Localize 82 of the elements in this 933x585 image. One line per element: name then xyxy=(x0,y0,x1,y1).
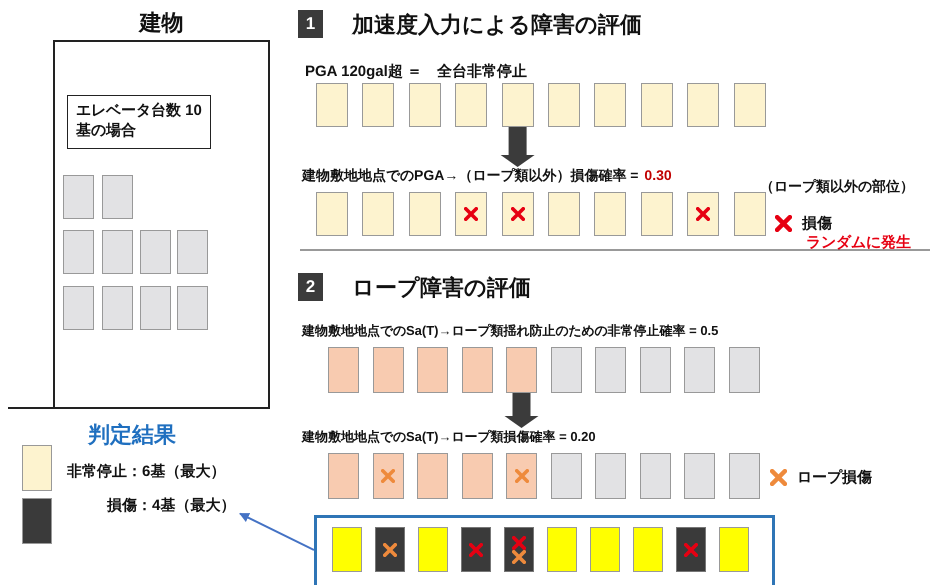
result-panel xyxy=(314,515,775,585)
elevator-car xyxy=(684,347,715,393)
elevator-car xyxy=(455,192,488,236)
note-box: エレベータ台数 10基の場合 xyxy=(67,95,211,149)
elevator-car xyxy=(547,527,577,572)
elevator-car xyxy=(140,230,171,274)
rule-text: PGA 120gal超 ＝ 全台非常停止 xyxy=(305,62,527,81)
elevator-car xyxy=(177,286,208,330)
mark-label: 損傷 xyxy=(802,214,832,233)
elevator-car xyxy=(687,83,720,127)
elevator-car xyxy=(728,453,760,499)
elevator-car xyxy=(595,347,626,393)
elevator-car xyxy=(417,347,448,393)
legend-title: 判定結果 xyxy=(88,421,176,449)
elevator-car xyxy=(687,192,720,236)
elevator-car xyxy=(63,230,94,274)
elevator-car xyxy=(734,192,766,236)
elevator-car xyxy=(633,527,663,572)
elevator-car xyxy=(418,527,448,572)
elevator-car xyxy=(734,83,766,127)
elevator-car xyxy=(362,83,394,127)
elevator-car xyxy=(719,527,749,572)
note-text: （ロープ類以外の部位） xyxy=(760,178,914,196)
elevator-car xyxy=(328,347,359,393)
elevator-car xyxy=(548,192,580,236)
note-text: ランダムに発生 xyxy=(806,233,911,252)
elevator-car xyxy=(502,83,534,127)
elevator-car xyxy=(372,453,404,499)
probability-value: 0.30 xyxy=(644,167,672,183)
elevator-car xyxy=(328,453,359,499)
elevator-car xyxy=(417,453,448,499)
elevator-car xyxy=(595,453,626,499)
elevator-car xyxy=(504,527,534,572)
elevator-car xyxy=(102,286,133,330)
elevator-car xyxy=(640,453,670,499)
elevator-car xyxy=(332,527,362,572)
number-badge: 1 xyxy=(298,10,323,38)
elevator-car xyxy=(375,527,405,572)
legend-text: 非常停止：6基（最大） xyxy=(67,462,226,481)
elevator-car xyxy=(455,83,488,127)
elevator-car xyxy=(550,453,582,499)
probability-text: 建物敷地地点でのSa(T)→ロープ類揺れ防止のための非常停止確率 = 0.5 xyxy=(302,322,718,340)
elevator-car xyxy=(594,83,626,127)
elevator-car xyxy=(408,192,441,236)
elevator-car xyxy=(461,527,491,572)
elevator-car xyxy=(640,347,670,393)
elevator-car xyxy=(462,453,492,499)
elevator-car xyxy=(316,83,348,127)
elevator-car xyxy=(102,230,133,274)
elevator-car xyxy=(506,347,537,393)
arrow xyxy=(239,512,314,551)
mark-label: ロープ損傷 xyxy=(797,468,872,487)
elevator-car xyxy=(502,192,534,236)
section-heading: 加速度入力による障害の評価 xyxy=(352,11,642,39)
elevator-car xyxy=(372,347,404,393)
building-title: 建物 xyxy=(137,9,184,37)
number-badge: 2 xyxy=(298,273,323,301)
elevator-car xyxy=(177,230,208,274)
elevator-car xyxy=(684,453,715,499)
elevator-car xyxy=(63,175,94,219)
elevator-car xyxy=(640,192,673,236)
elevator-car xyxy=(728,347,760,393)
block-arrow xyxy=(504,393,538,428)
elevator-car xyxy=(506,453,537,499)
elevator-car xyxy=(594,192,626,236)
section-heading: ロープ障害の評価 xyxy=(352,274,531,302)
legend-text: 損傷：4基（最大） xyxy=(107,496,236,515)
probability-text: 建物敷地地点でのSa(T)→ロープ類損傷確率 = 0.20 xyxy=(302,428,596,446)
elevator-car xyxy=(640,83,673,127)
elevator-car xyxy=(140,286,171,330)
elevator-car xyxy=(102,175,133,219)
elevator-car xyxy=(462,347,492,393)
elevator-car xyxy=(548,83,580,127)
elevator-car xyxy=(362,192,394,236)
elevator-car xyxy=(408,83,441,127)
elevator-car xyxy=(676,527,706,572)
elevator-car xyxy=(550,347,582,393)
block-arrow xyxy=(500,127,535,167)
elevator-car xyxy=(316,192,348,236)
probability-text: 建物敷地地点でのPGA→（ロープ類以外）損傷確率 = xyxy=(302,167,638,185)
elevator-car xyxy=(63,286,94,330)
elevator-car xyxy=(590,527,620,572)
